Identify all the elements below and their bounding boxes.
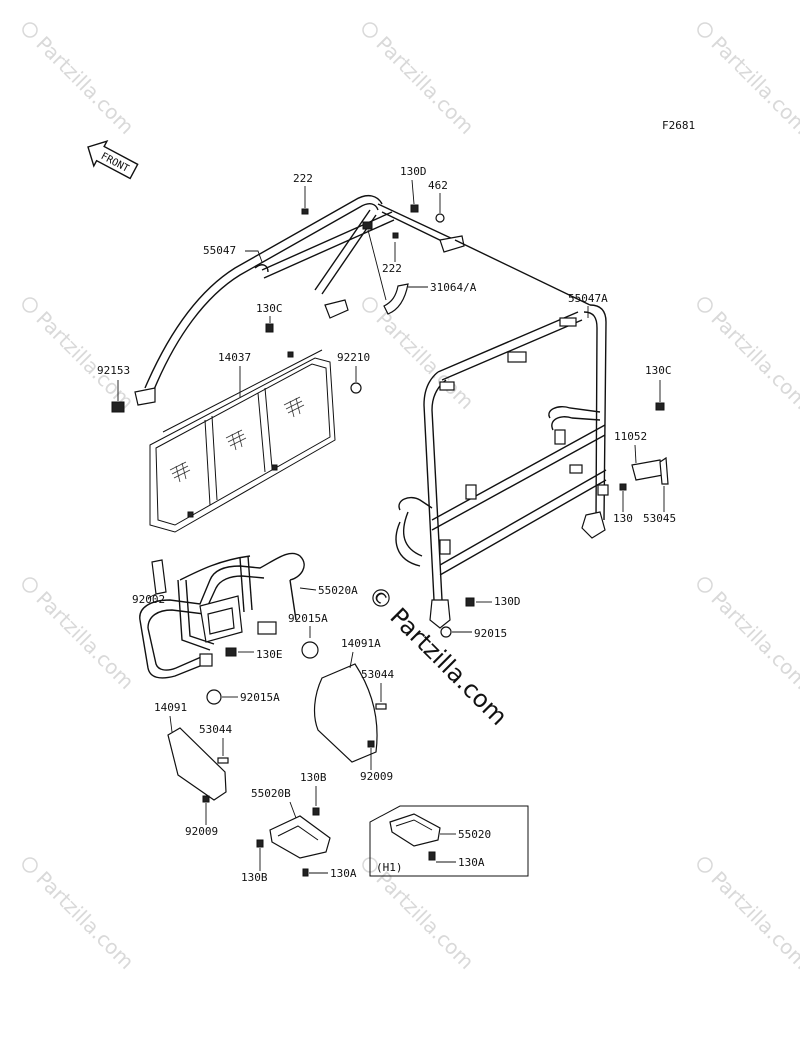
label-130a-left: 130A: [330, 867, 357, 880]
bolt-icon: [111, 401, 125, 413]
callout-box-h1: [369, 805, 529, 877]
label-11052: 11052: [614, 430, 647, 443]
bracket-31064: [383, 283, 409, 315]
label-55020a: 55020A: [318, 584, 358, 597]
bolt-icon: [428, 851, 436, 861]
pin-53044-left: [217, 757, 229, 764]
label-14037: 14037: [218, 351, 251, 364]
bolt-icon: [619, 483, 627, 491]
label-92009-right: 92009: [360, 770, 393, 783]
watermark: Partzilla.com: [706, 31, 800, 138]
bolt-icon: [265, 323, 274, 333]
label-130b-bot: 130B: [241, 871, 268, 884]
label-130: 130: [613, 512, 633, 525]
bolt-icon: [655, 402, 665, 411]
net-panel-14037: [149, 349, 336, 533]
bolt-icon: [465, 597, 475, 607]
nut-icon: [206, 689, 222, 705]
watermark: Partzilla.com: [31, 306, 138, 413]
label-55020b: 55020B: [251, 787, 291, 800]
label-92009-left: 92009: [185, 825, 218, 838]
bolt-icon: [256, 839, 264, 848]
label-462: 462: [428, 179, 448, 192]
watermark: Partzilla.com: [31, 31, 138, 138]
label-55020: 55020: [458, 828, 491, 841]
bolt-icon: [312, 807, 320, 816]
nut-icon: [435, 213, 445, 223]
roll-frame-55047a: [395, 239, 609, 629]
label-130d-mid: 130D: [494, 595, 521, 608]
figure-id: F2681: [662, 119, 695, 132]
nut-icon: [301, 641, 319, 659]
label-14091a: 14091A: [341, 637, 381, 650]
bolt-icon: [392, 232, 399, 239]
bolt-icon: [202, 795, 210, 803]
nut-icon: [350, 382, 362, 394]
guard-14091: [167, 727, 227, 801]
bracket-11052: [631, 459, 664, 481]
pin-53044: [375, 703, 387, 710]
label-130c-right: 130C: [645, 364, 672, 377]
watermark: Partzilla.com: [371, 306, 478, 413]
bolt-icon: [367, 740, 375, 748]
bolt-icon: [225, 647, 237, 657]
label-31064a: 31064/A: [430, 281, 477, 294]
label-92210: 92210: [337, 351, 370, 364]
label-53044-right: 53044: [361, 668, 394, 681]
bolt-92002-icon: [151, 559, 167, 595]
watermark: Partzilla.com: [31, 866, 138, 973]
label-130a-box: 130A: [458, 856, 485, 869]
label-130c-left: 130C: [256, 302, 283, 315]
pin-53045: [659, 456, 669, 485]
front-bumper-55020a: [139, 552, 305, 679]
nut-icon: [440, 626, 452, 638]
watermark: Partzilla.com: [31, 586, 138, 693]
label-55047a: 55047A: [568, 292, 608, 305]
label-53044-left: 53044: [199, 723, 232, 736]
front-arrow-icon: FRONT: [87, 140, 139, 180]
label-53045: 53045: [643, 512, 676, 525]
label-222-mid: 222: [382, 262, 402, 275]
label-130d: 130D: [400, 165, 427, 178]
watermark: Partzilla.com: [371, 866, 478, 973]
bolt-icon: [301, 208, 309, 215]
label-92153: 92153: [97, 364, 130, 377]
bolt-icon: [410, 204, 419, 213]
label-92015a-top: 92015A: [288, 612, 328, 625]
skid-plate-55020b: [269, 815, 331, 859]
watermark: Partzilla.com: [706, 586, 800, 693]
watermark: Partzilla.com: [706, 866, 800, 973]
label-130e: 130E: [256, 648, 283, 661]
skid-plate-55020: [389, 813, 441, 847]
label-14091: 14091: [154, 701, 187, 714]
bolt-icon: [302, 868, 309, 877]
label-92015a-bot: 92015A: [240, 691, 280, 704]
label-92015: 92015: [474, 627, 507, 640]
label-130b-top: 130B: [300, 771, 327, 784]
guard-14091a: [313, 663, 378, 763]
callout-label-h1: (H1): [376, 861, 403, 874]
label-92002: 92002: [132, 593, 165, 606]
label-222: 222: [293, 172, 313, 185]
watermark: Partzilla.com: [706, 306, 800, 413]
label-55047: 55047: [203, 244, 236, 257]
watermark: Partzilla.com: [371, 31, 478, 138]
roll-bar-55047: [134, 194, 465, 406]
